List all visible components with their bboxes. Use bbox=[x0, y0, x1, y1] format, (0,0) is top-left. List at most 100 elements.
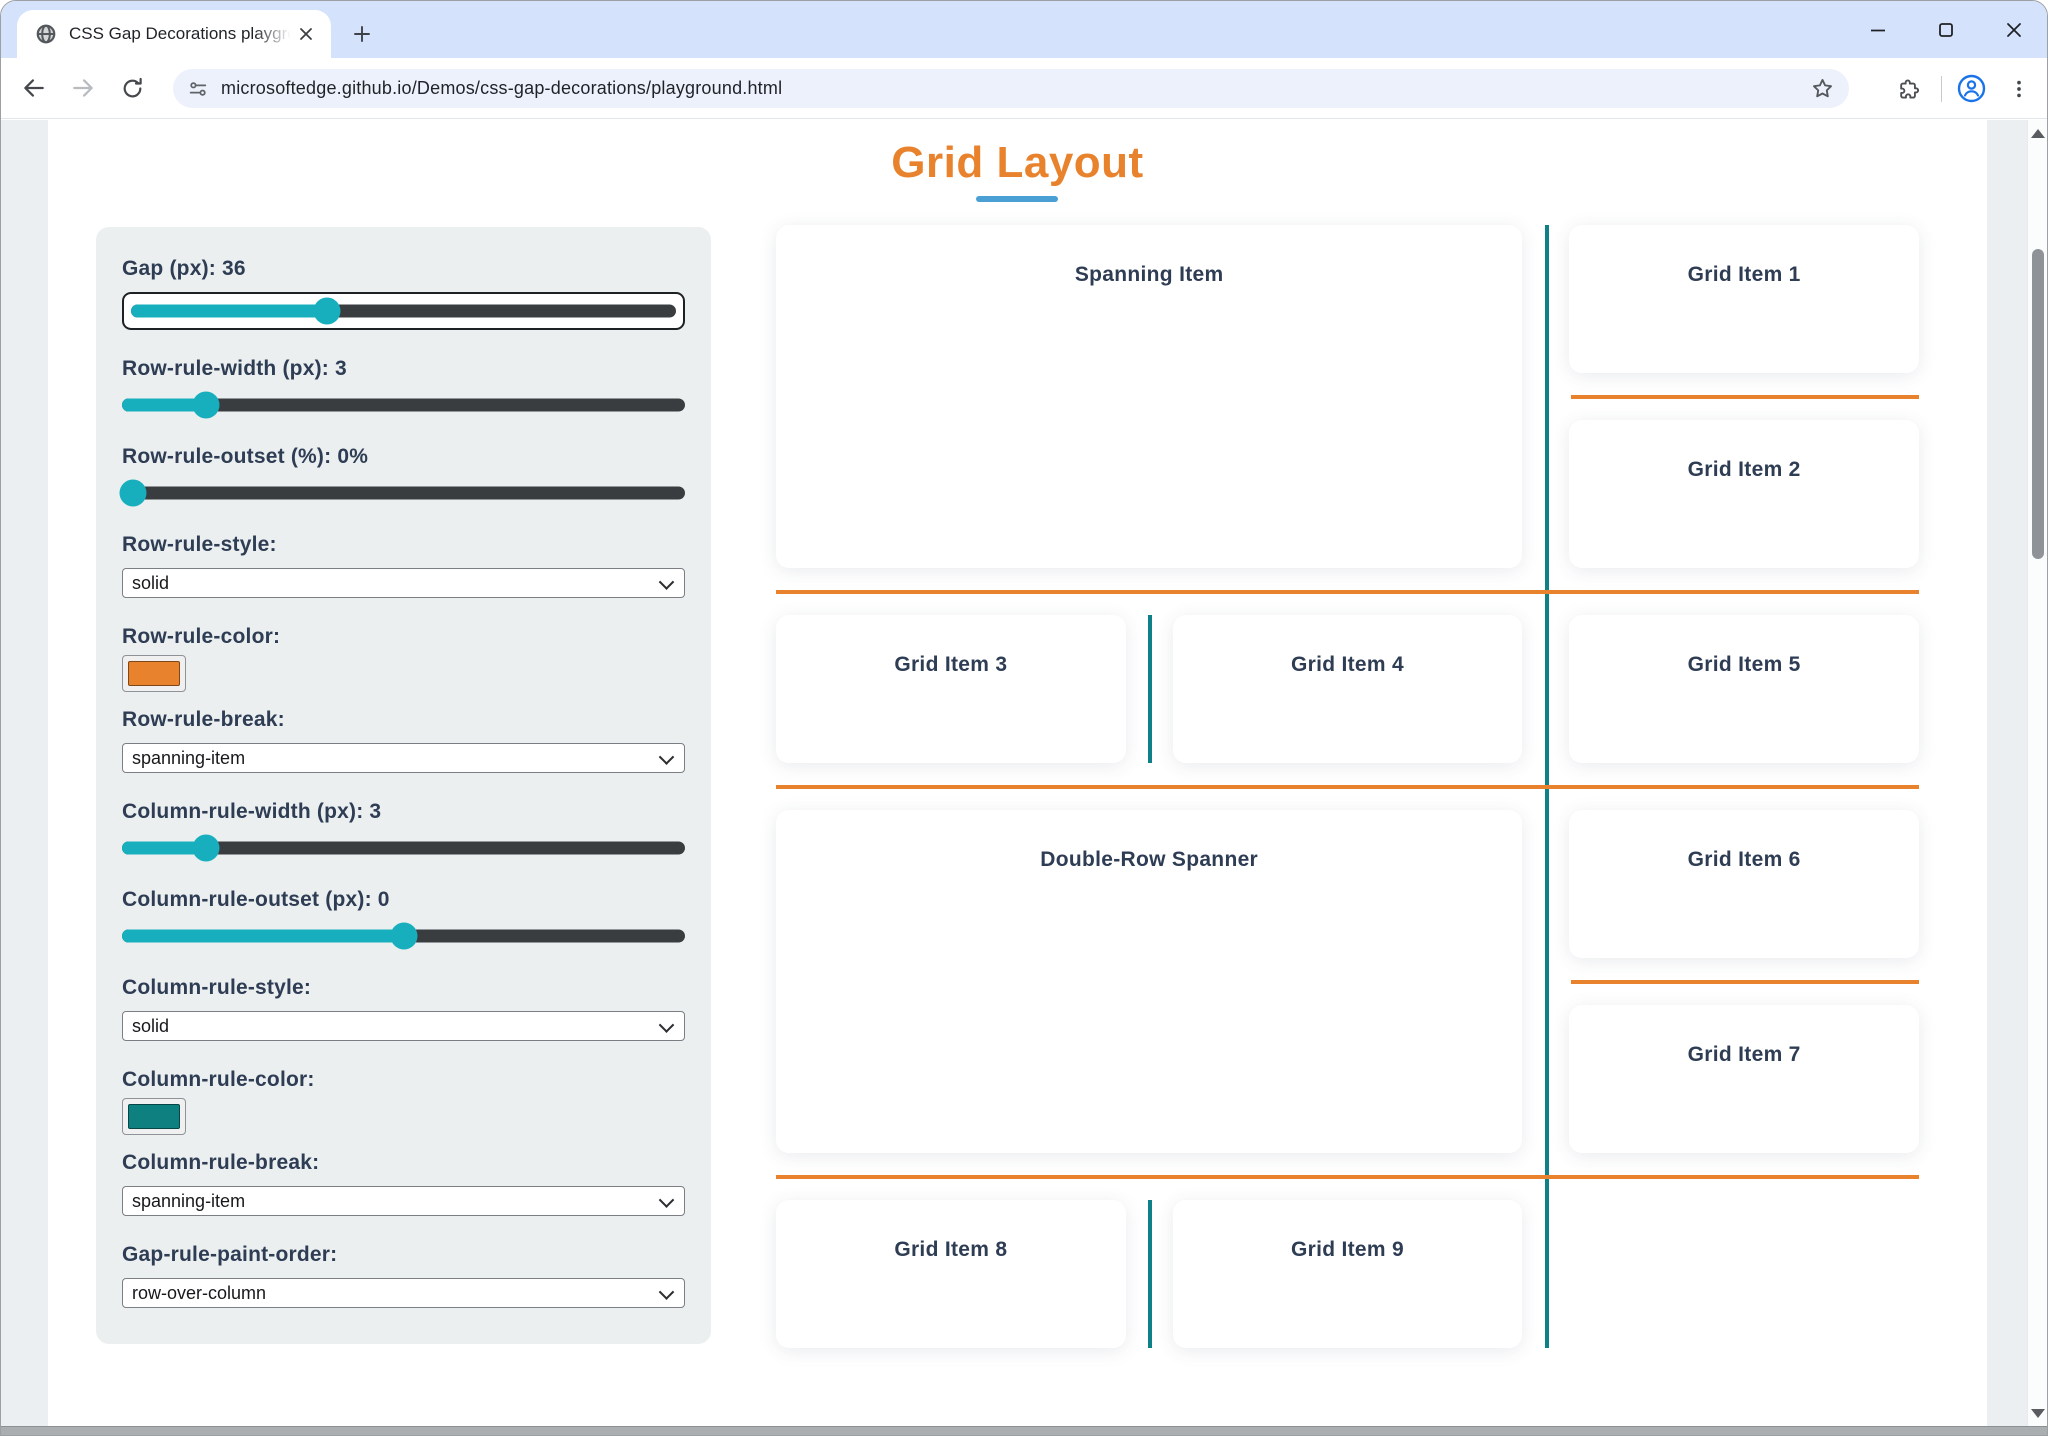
extensions-puzzle-icon[interactable] bbox=[1891, 71, 1927, 107]
tab-title: CSS Gap Decorations playground bbox=[69, 24, 295, 43]
row-rule-color-input[interactable] bbox=[122, 655, 186, 692]
toolbar-right bbox=[1891, 58, 2037, 119]
new-tab-button[interactable] bbox=[345, 17, 379, 51]
card-label: Grid Item 9 bbox=[1290, 1238, 1404, 1261]
column-rule-outset-label: Column-rule-outset (px): 0 bbox=[122, 888, 390, 911]
forward-arrow-icon[interactable] bbox=[62, 67, 104, 109]
grid-card-9: Grid Item 9 bbox=[1172, 1200, 1523, 1348]
column-rule-color-input[interactable] bbox=[122, 1098, 186, 1135]
page-title: Grid Layout bbox=[891, 138, 1144, 187]
title-underline bbox=[976, 196, 1058, 202]
row-rule-style-select[interactable]: solid bbox=[122, 568, 685, 598]
slider-fill bbox=[122, 929, 404, 943]
slider-fill bbox=[122, 841, 207, 855]
column-rule-color-control: Column-rule-color: bbox=[122, 1068, 685, 1135]
gap-slider[interactable] bbox=[131, 297, 676, 325]
row-rule-width-slider[interactable] bbox=[122, 391, 685, 419]
page-scrollbar[interactable] bbox=[2027, 120, 2047, 1426]
gap-rule-paint-order-control: Gap-rule-paint-order: row-over-column bbox=[122, 1243, 685, 1308]
grid-card-5: Grid Item 5 bbox=[1569, 615, 1919, 763]
column-rule-color-label: Column-rule-color: bbox=[122, 1068, 315, 1091]
slider-thumb[interactable] bbox=[192, 834, 220, 862]
column-rule-style-select[interactable]: solid bbox=[122, 1011, 685, 1041]
profile-avatar-icon[interactable] bbox=[1956, 73, 1987, 104]
gap-rule-paint-order-select[interactable]: row-over-column bbox=[122, 1278, 685, 1308]
select-value: spanning-item bbox=[132, 1190, 246, 1211]
column-rule-color-value bbox=[128, 1104, 180, 1129]
column-rule-decoration bbox=[1148, 1200, 1152, 1348]
grid-card-2: Grid Item 2 bbox=[1569, 420, 1919, 568]
column-rule-outset-slider[interactable] bbox=[122, 922, 685, 950]
chevron-down-icon bbox=[661, 1288, 672, 1299]
card-label: Grid Item 5 bbox=[1687, 653, 1801, 676]
slider-thumb[interactable] bbox=[313, 297, 341, 325]
row-rule-decoration bbox=[776, 1175, 1919, 1179]
slider-thumb[interactable] bbox=[390, 922, 417, 950]
site-info-tune-icon[interactable] bbox=[187, 78, 209, 100]
row-rule-color-label: Row-rule-color: bbox=[122, 625, 281, 648]
card-label: Grid Item 8 bbox=[894, 1238, 1008, 1261]
card-label: Grid Item 3 bbox=[894, 653, 1008, 676]
column-rule-style-control: Column-rule-style: solid bbox=[122, 976, 685, 1041]
row-rule-width-label: Row-rule-width (px): 3 bbox=[122, 357, 347, 380]
tab-close-icon[interactable] bbox=[295, 23, 317, 45]
row-rule-outset-control: Row-rule-outset (%): 0% bbox=[119, 445, 685, 507]
grid-card-spanning-item: Spanning Item bbox=[776, 225, 1523, 568]
scrollbar-up-arrow-icon[interactable] bbox=[2028, 120, 2047, 146]
card-label: Grid Item 2 bbox=[1687, 458, 1801, 481]
select-value: row-over-column bbox=[132, 1282, 267, 1303]
row-rule-outset-slider[interactable] bbox=[119, 479, 685, 507]
column-rule-width-slider[interactable] bbox=[122, 834, 685, 862]
gap-rule-paint-order-label: Gap-rule-paint-order: bbox=[122, 1243, 338, 1266]
gap-control: Gap (px): 36 bbox=[122, 257, 685, 330]
column-rule-width-control: Column-rule-width (px): 3 bbox=[122, 800, 685, 862]
minimize-icon[interactable] bbox=[1859, 11, 1897, 49]
card-label: Grid Item 7 bbox=[1687, 1043, 1801, 1066]
page-viewport: Grid Layout Gap (px): 36 Row-rule-wi bbox=[1, 120, 2047, 1426]
column-rule-decoration bbox=[1148, 615, 1152, 763]
row-rule-decoration bbox=[1571, 395, 1919, 399]
browser-tab[interactable]: CSS Gap Decorations playground bbox=[17, 10, 331, 58]
column-rule-width-label: Column-rule-width (px): 3 bbox=[122, 800, 382, 823]
chevron-down-icon bbox=[661, 1196, 672, 1207]
slider-track bbox=[122, 398, 685, 412]
row-rule-decoration bbox=[1571, 980, 1919, 984]
window-bottom-edge bbox=[1, 1426, 2047, 1435]
scrollbar-down-arrow-icon[interactable] bbox=[2028, 1400, 2047, 1426]
row-rule-decoration bbox=[776, 590, 1919, 594]
card-label: Grid Item 4 bbox=[1290, 653, 1404, 676]
row-rule-color-control: Row-rule-color: bbox=[122, 625, 685, 692]
chevron-down-icon bbox=[661, 1021, 672, 1032]
url-bar[interactable]: microsoftedge.github.io/Demos/css-gap-de… bbox=[173, 69, 1849, 108]
select-value: solid bbox=[132, 572, 170, 593]
globe-favicon-icon bbox=[35, 23, 57, 45]
window-close-icon[interactable] bbox=[1995, 11, 2033, 49]
row-rule-break-select[interactable]: spanning-item bbox=[122, 743, 685, 773]
column-rule-break-label: Column-rule-break: bbox=[122, 1151, 320, 1174]
grid-card-1: Grid Item 1 bbox=[1569, 225, 1919, 373]
card-label: Grid Item 6 bbox=[1687, 848, 1801, 871]
column-rule-break-select[interactable]: spanning-item bbox=[122, 1186, 685, 1216]
slider-fill bbox=[131, 304, 328, 318]
reload-icon[interactable] bbox=[111, 67, 153, 109]
slider-track bbox=[122, 841, 685, 855]
back-arrow-icon[interactable] bbox=[13, 67, 55, 109]
select-value: spanning-item bbox=[132, 747, 246, 768]
card-label: Grid Item 1 bbox=[1687, 263, 1801, 286]
grid-demo: Spanning Item Grid Item 1 Grid Item 2 Gr… bbox=[776, 225, 1919, 1348]
maximize-icon[interactable] bbox=[1927, 11, 1965, 49]
column-rule-break-control: Column-rule-break: spanning-item bbox=[122, 1151, 685, 1216]
grid-card-6: Grid Item 6 bbox=[1569, 810, 1919, 958]
grid-card-3: Grid Item 3 bbox=[776, 615, 1126, 763]
scrollbar-thumb[interactable] bbox=[2032, 249, 2044, 559]
bookmark-star-icon[interactable] bbox=[1807, 74, 1837, 104]
gap-slider-focus-ring bbox=[122, 292, 685, 330]
slider-thumb[interactable] bbox=[119, 479, 147, 507]
select-value: solid bbox=[132, 1015, 170, 1036]
column-rule-outset-control: Column-rule-outset (px): 0 bbox=[122, 888, 685, 950]
url-text[interactable]: microsoftedge.github.io/Demos/css-gap-de… bbox=[221, 78, 783, 98]
chevron-down-icon bbox=[661, 578, 672, 589]
slider-thumb[interactable] bbox=[192, 391, 220, 419]
menu-dots-icon[interactable] bbox=[2001, 71, 2037, 107]
